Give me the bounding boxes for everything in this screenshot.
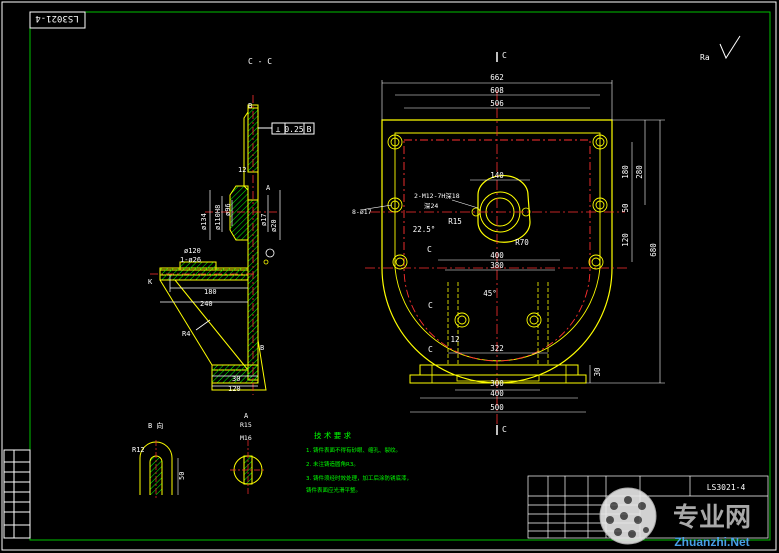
leader-holes-8 bbox=[359, 204, 393, 211]
dim-angle2: 22.5° bbox=[413, 225, 436, 234]
tech-note-1: 1. 铸件表面不得有砂眼、缩孔、裂纹。 bbox=[306, 446, 401, 454]
dim-12: 12 bbox=[450, 335, 459, 344]
dim-140: 140 bbox=[490, 171, 504, 180]
watermark-logo: 专业网 Zhuanzhi.Net bbox=[599, 487, 751, 549]
dim-d20: ø20 bbox=[270, 219, 278, 232]
roughness-note: Ra bbox=[700, 53, 710, 62]
dim-30: 30 bbox=[232, 375, 240, 383]
dim-d17: ø17 bbox=[260, 213, 268, 226]
dim-608: 608 bbox=[490, 86, 504, 95]
dim-angle: 45° bbox=[483, 289, 497, 298]
dim-280: 280 bbox=[635, 165, 644, 179]
label-1x26: 1-ø26 bbox=[180, 256, 201, 264]
dim-12: 12 bbox=[238, 166, 246, 174]
section-mark-bottom: C bbox=[502, 425, 507, 434]
dim-120: 120 bbox=[228, 385, 241, 393]
title-block-number: LS3021-4 bbox=[707, 483, 746, 492]
detail-b-title: B 向 bbox=[148, 421, 163, 430]
drawing-number-box bbox=[29, 11, 86, 29]
dim-d110: ø110H8 bbox=[214, 205, 222, 230]
dim-r4: R4 bbox=[182, 330, 190, 338]
dim-506: 506 bbox=[490, 99, 504, 108]
dim-680: 680 bbox=[649, 243, 658, 257]
inner-frame bbox=[29, 11, 771, 541]
hole-marker bbox=[263, 259, 269, 265]
front-view-dim-text: 662 608 506 140 400 380 322 300 400 500 … bbox=[413, 73, 658, 412]
tech-note-2: 2. 未注铸造圆角R3。 bbox=[306, 460, 359, 468]
label-k: K bbox=[148, 278, 153, 286]
dim-r70: R70 bbox=[515, 238, 529, 247]
tech-notes-lines: 1. 铸件表面不得有砂眼、缩孔、裂纹。 2. 未注铸造圆角R3。 3. 铸件须经… bbox=[306, 446, 412, 494]
label-a: A bbox=[266, 184, 271, 192]
datum-marker bbox=[265, 248, 275, 258]
dim-r15: R15 bbox=[448, 217, 462, 226]
tolerance-frame: ⊥ 0.25 B bbox=[258, 122, 315, 135]
detail-b-view bbox=[139, 440, 179, 500]
dim-240: 240 bbox=[200, 300, 213, 308]
section-mark-top: C bbox=[502, 51, 507, 60]
label-b-top: B bbox=[248, 102, 252, 110]
tolerance-symbol: ⊥ bbox=[276, 125, 281, 134]
left-title-strip bbox=[3, 449, 31, 539]
dim-d134: ø134 bbox=[200, 213, 208, 230]
section-mark-left: C bbox=[427, 245, 432, 254]
detail-a-view bbox=[230, 440, 266, 495]
callout-holes-8: 8-ø17 bbox=[352, 208, 372, 216]
detail-a-m: M16 bbox=[240, 434, 252, 442]
detail-a-sub: R15 bbox=[240, 421, 252, 429]
dim-180: 180 bbox=[621, 165, 630, 179]
detail-b-r12: R12 bbox=[132, 446, 145, 454]
dim-300: 300 bbox=[490, 379, 504, 388]
section-cc-part bbox=[150, 95, 280, 395]
tolerance-datum: B bbox=[307, 125, 312, 134]
dim-500: 500 bbox=[490, 403, 504, 412]
dim-d120: ø120 bbox=[184, 247, 201, 255]
leader-holes bbox=[451, 199, 479, 209]
detail-b-50: 50 bbox=[178, 472, 186, 480]
dim-180: 180 bbox=[204, 288, 217, 296]
tech-notes-title: 技 术 要 求 bbox=[314, 430, 352, 440]
section-cc-dim-text: ø134 ø110H8 ø96 ø17 ø20 ø120 1-ø26 180 2… bbox=[148, 102, 278, 393]
tolerance-value: 0.25 bbox=[284, 125, 303, 134]
front-view-part bbox=[365, 90, 630, 425]
callout-holes: 2-M12-7H深18 bbox=[414, 191, 460, 200]
front-view-callouts: 2-M12-7H深18 深24 8-ø17 bbox=[352, 191, 460, 216]
section-mark-base: C bbox=[428, 345, 433, 354]
roughness-symbol bbox=[719, 35, 741, 60]
dim-d96: ø96 bbox=[224, 203, 232, 216]
front-view-dimension-lines bbox=[381, 80, 665, 413]
dim-400: 400 bbox=[490, 251, 504, 260]
dim-662: 662 bbox=[490, 73, 504, 82]
section-mark-lower-left: C bbox=[428, 301, 433, 310]
tech-note-3: 3. 铸件须经时效处理，加工后涂防锈底漆， bbox=[306, 474, 412, 482]
section-cc-title: C - C bbox=[248, 57, 272, 66]
dim-120: 120 bbox=[621, 233, 630, 247]
dim-30: 30 bbox=[593, 367, 602, 377]
drawing-number-flipped: LS3021-4 bbox=[35, 13, 78, 23]
callout-hole-depth: 深24 bbox=[424, 201, 438, 210]
dim-400-base: 400 bbox=[490, 389, 504, 398]
detail-a-title: A bbox=[244, 412, 249, 420]
section-cc-dimensions bbox=[160, 190, 281, 387]
section-marks: C C C C C bbox=[427, 51, 507, 434]
dim-50: 50 bbox=[621, 203, 630, 213]
dim-322: 322 bbox=[490, 344, 504, 353]
leader-r4 bbox=[195, 319, 211, 331]
watermark-brand-en: Zhuanzhi.Net bbox=[674, 535, 749, 549]
dim-380: 380 bbox=[490, 261, 504, 270]
label-b-bottom: B bbox=[260, 344, 264, 352]
watermark-brand-cn: 专业网 bbox=[673, 502, 751, 532]
tech-note-4: 铸件表面应光滑平整。 bbox=[306, 486, 361, 494]
